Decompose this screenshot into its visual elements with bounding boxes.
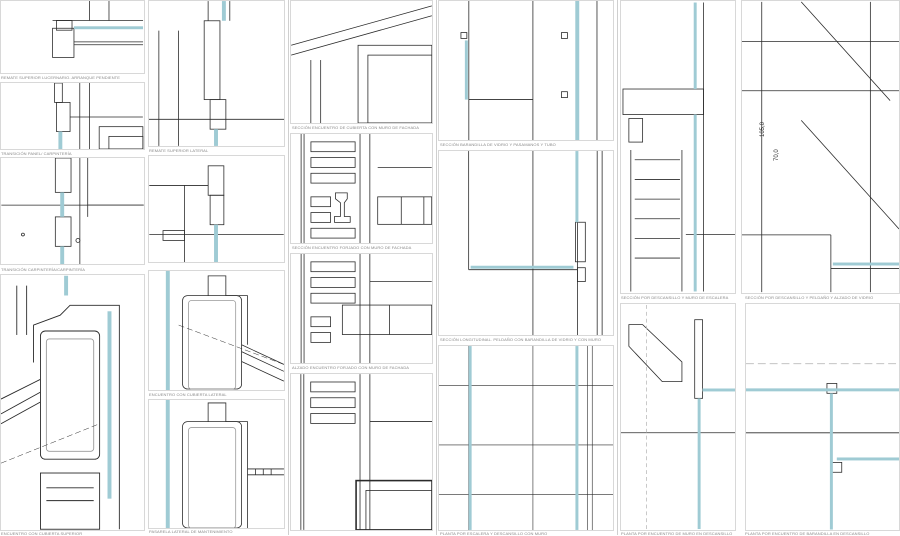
caption: Alzado encuentro forjado con muro de fac…: [292, 365, 410, 370]
detail-upper-lateral: [148, 0, 285, 147]
detail-carpentry-transition: [0, 157, 145, 265]
detail-roof-upper: [0, 274, 145, 531]
caption: Sección longitudinal. Peldaño con barand…: [440, 337, 602, 342]
caption: Planta por encuentro de barandilla en de…: [745, 531, 870, 536]
caption: Sección encuentro forjado con muro de fa…: [292, 245, 412, 250]
caption: Remate superior lucernario. Arranque pen…: [1, 75, 120, 80]
detail-slab-facade-elevation: [290, 253, 433, 364]
column-divider: [436, 0, 437, 535]
detail-slab-facade-section: [290, 133, 433, 244]
caption: Sección barandilla de vidrio y pasamanos…: [440, 142, 556, 147]
detail-step-longitudinal: [438, 150, 614, 336]
caption: Planta por encuentro de muro en descansi…: [621, 531, 733, 536]
caption: Encuentro con cubierta lateral: [149, 392, 227, 397]
detail-wall-landing-plan: [620, 303, 736, 531]
caption: Pasarela lateral de mantenimiento: [149, 529, 233, 534]
detail-panel-transition: [0, 82, 145, 150]
detail-railing-landing-plan: [745, 303, 900, 531]
caption: Transición carpintería/carpintería: [1, 267, 86, 272]
detail-lateral-roof: [148, 270, 285, 391]
detail-stair-plan: [438, 345, 614, 531]
detail-slab-facade-lower: [290, 373, 433, 531]
detail-roof-skylight: [0, 0, 145, 74]
column-divider: [617, 0, 618, 535]
caption: Remate superior lateral: [149, 148, 209, 153]
detail-lateral-carpentry: [148, 155, 285, 263]
column-divider: [288, 0, 289, 535]
caption: Sección encuentro de cubierta con muro d…: [292, 125, 419, 130]
caption: Transición panel/ carpintería: [1, 151, 72, 156]
detail-landing-stair-wall: [620, 0, 736, 294]
caption: Sección por descansillo y peldaño y alza…: [745, 295, 874, 300]
caption: Planta por escalera y descansillo con mu…: [440, 531, 548, 536]
caption: Sección por descansillo y muro de escale…: [621, 295, 729, 300]
detail-landing-step-glass: 105,0 70,0: [741, 0, 900, 294]
detail-maintenance-walkway: [148, 399, 285, 529]
detail-glass-railing-section: [438, 0, 614, 141]
dimension-label: 105,0: [760, 121, 766, 137]
caption: Encuentro con cubierta superior: [1, 531, 83, 536]
dimension-label: 70,0: [774, 149, 780, 161]
detail-roof-facade-section: [290, 0, 433, 124]
